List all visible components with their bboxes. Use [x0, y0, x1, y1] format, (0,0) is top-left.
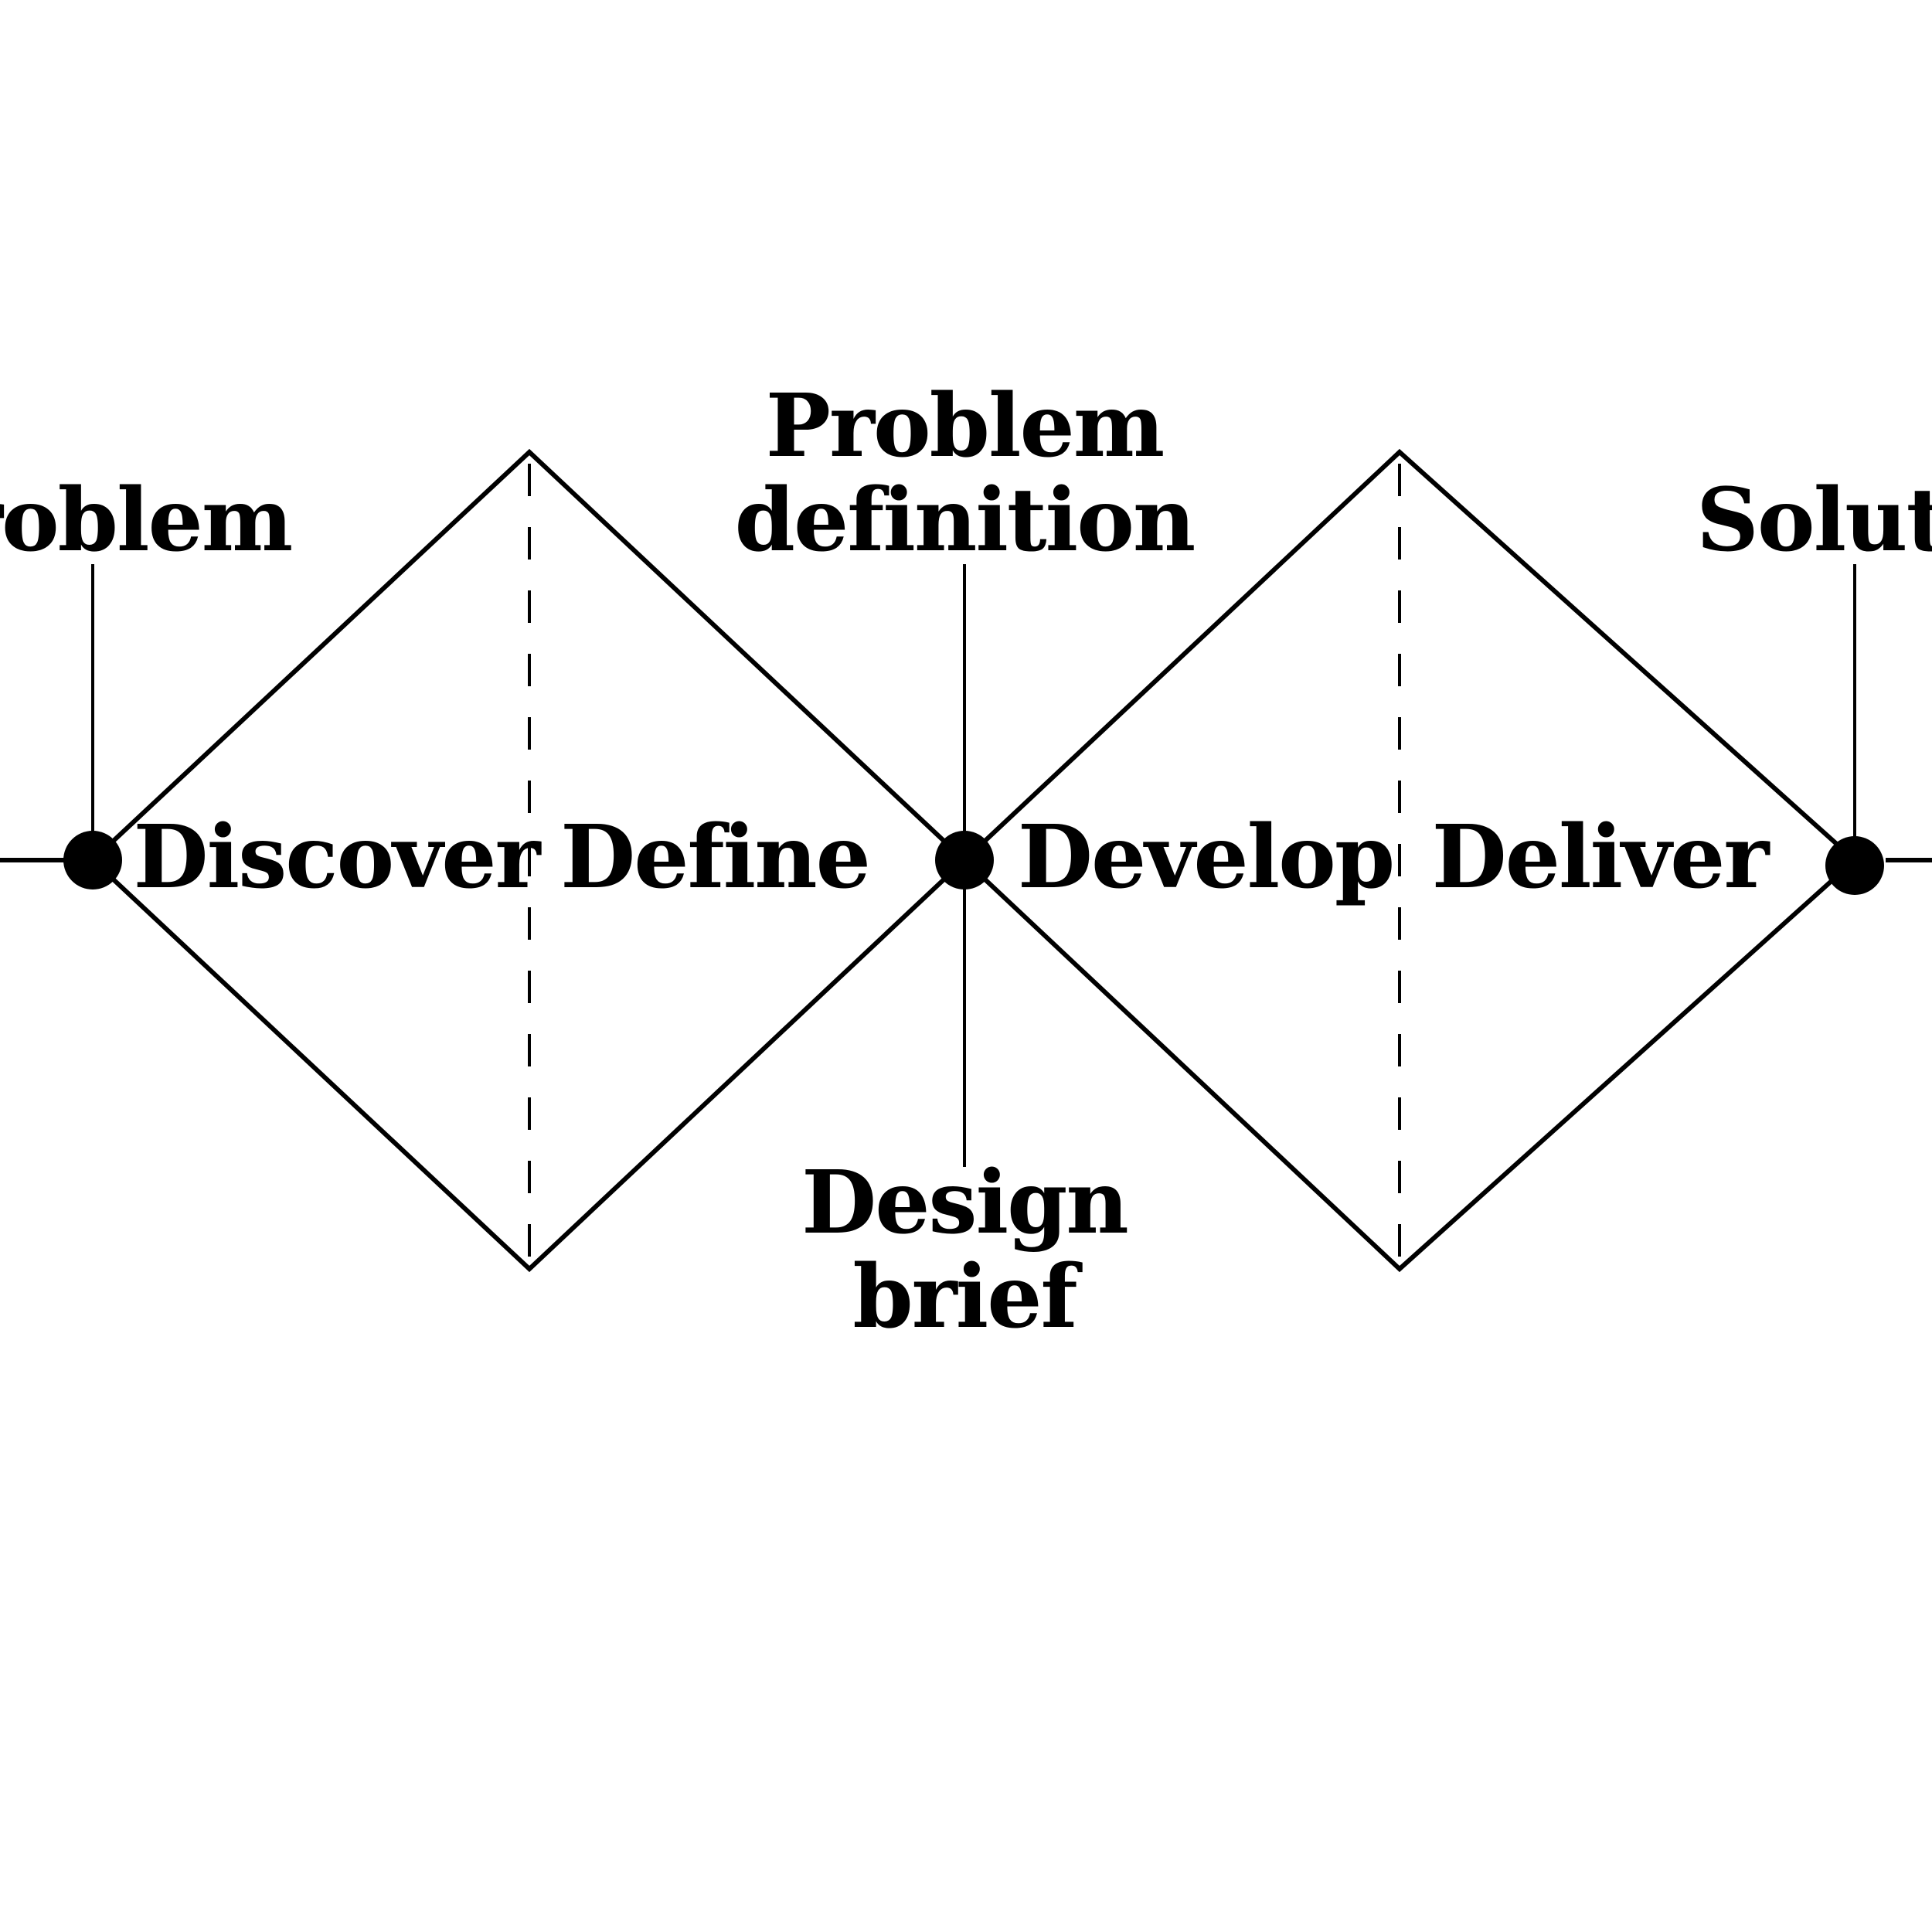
design-brief-line2: brief [852, 1247, 1083, 1348]
middle-label-line2: definition [735, 470, 1195, 571]
design-brief-line1: Design [801, 1152, 1128, 1253]
middle-label-line1: Problem [766, 376, 1164, 477]
middle-node [935, 831, 994, 889]
phase-develop: Develop [1018, 807, 1393, 908]
phase-discover: Discover [134, 807, 543, 908]
phase-deliver: Deliver [1432, 807, 1771, 908]
start-label: Problem [0, 470, 291, 571]
start-node [63, 831, 122, 889]
phase-define: Define [560, 807, 869, 908]
end-label: Solution [1696, 470, 1932, 571]
end-node [1825, 836, 1884, 895]
